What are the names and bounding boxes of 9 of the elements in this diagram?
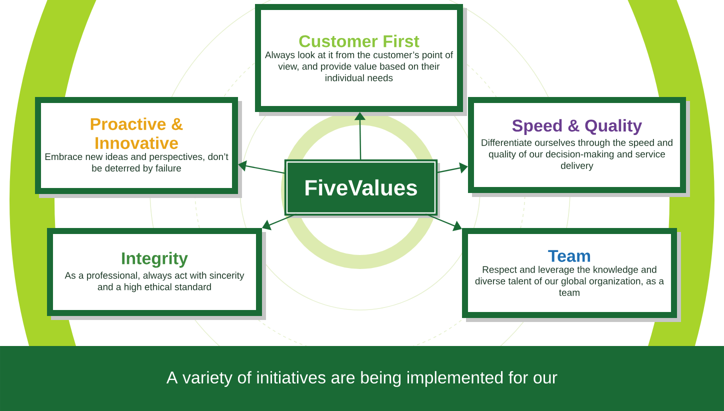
arrow [436, 162, 468, 174]
value-box: Integrity As a professional, always act with sincerity and a high ethical standard [47, 228, 266, 320]
subtitle-bar: A variety of initiatives are being implemented for our [0, 346, 724, 411]
center-box: FiveValues [284, 159, 440, 218]
value-box: Customer First Always look at it from the customer’s point of view, and provide value based on their individual needs [255, 4, 467, 116]
value-box: Proactive & Innovative Embrace new ideas and perspectives, don’t be deterred by failure [35, 97, 242, 198]
value-box: Speed & Quality Differentiate ourselves through the speed and quality of our decision-making and service delivery [468, 97, 690, 197]
arrow [262, 213, 297, 230]
value-box: Team Respect and leverage the knowledge and diverse talent of our global organization, as a team [462, 228, 681, 322]
